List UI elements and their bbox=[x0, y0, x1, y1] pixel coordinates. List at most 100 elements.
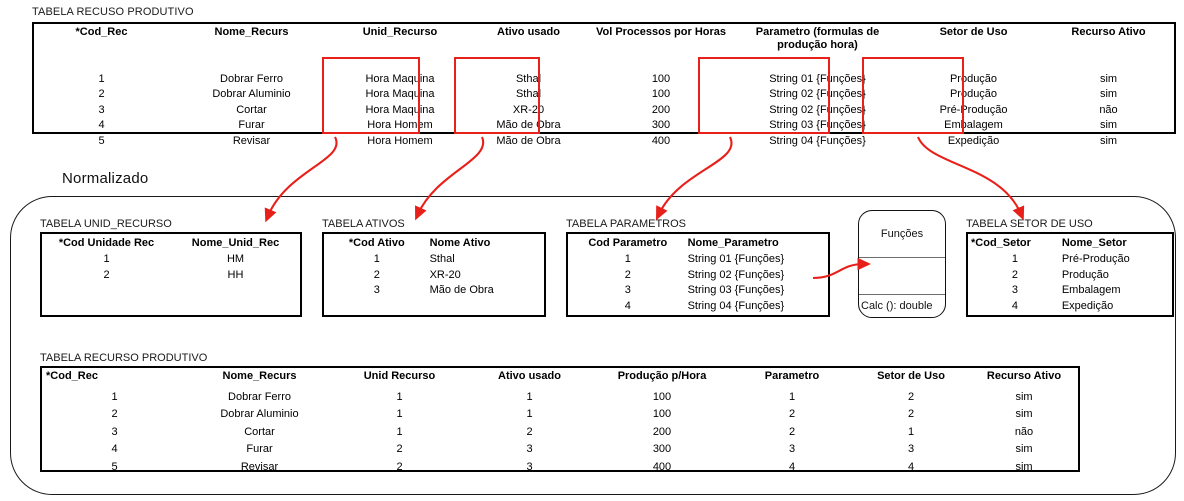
table-cell: Embalagem bbox=[944, 119, 1003, 132]
table-cell: String 02 {Funções} bbox=[687, 268, 785, 281]
table-cell: 400 bbox=[652, 460, 672, 473]
spacer-row bbox=[34, 57, 1174, 72]
table-cell: HM bbox=[226, 253, 245, 265]
parametros-caption: TABELA PARAMETROS bbox=[566, 218, 687, 230]
table-cell: Dobrar Ferro bbox=[220, 73, 283, 85]
table-cell: 4 bbox=[98, 119, 105, 132]
setor-header-row: *Cod_Setor Nome_Setor bbox=[968, 234, 1172, 252]
table-cell: Furar bbox=[238, 119, 265, 132]
th-setor-de-uso: Setor de Uso bbox=[939, 26, 1008, 38]
table-cell: não bbox=[1014, 425, 1034, 438]
table-cell: Hora Maquina bbox=[365, 73, 435, 85]
table-cell: 1 bbox=[526, 408, 533, 421]
table-cell: 1 bbox=[396, 408, 403, 421]
table-cell: 2 bbox=[111, 408, 118, 421]
table-cell: 2 bbox=[526, 425, 533, 438]
th-nome-unid-rec: Nome_Unid_Rec bbox=[191, 237, 280, 249]
table-cell: Sthal bbox=[515, 73, 542, 85]
table-cell: 100 bbox=[651, 73, 671, 85]
table-cell: 3 bbox=[526, 443, 533, 456]
table-cell: 100 bbox=[651, 88, 671, 101]
bth-parametro: Parametro bbox=[764, 370, 820, 382]
table-cell: 2 bbox=[396, 443, 403, 456]
table-cell: 400 bbox=[651, 134, 671, 147]
unid-recurso-header-row: *Cod Unidade Rec Nome_Unid_Rec bbox=[42, 234, 300, 252]
funcoes-class-attributes bbox=[859, 258, 945, 295]
table-cell: HH bbox=[227, 268, 244, 281]
bth-producao-p-hora: Produção p/Hora bbox=[617, 370, 707, 382]
setor-caption: TABELA SETOR DE USO bbox=[966, 218, 1093, 230]
table-row: 4 Furar Hora Homem Mão de Obra 300 String 03 … bbox=[34, 118, 1174, 133]
table-cell: 2 bbox=[907, 408, 915, 421]
bth-nome-recurs: Nome_Recurs bbox=[222, 370, 297, 382]
table-cell: 1 bbox=[373, 253, 380, 265]
table-cell: Mão de Obra bbox=[429, 284, 494, 296]
table-cell: 3 bbox=[907, 443, 915, 456]
table-cell: Revisar bbox=[232, 134, 271, 147]
table-cell: XR-20 bbox=[512, 103, 545, 116]
table-cell: Produção bbox=[1061, 268, 1109, 281]
table-cell: 5 bbox=[111, 460, 118, 473]
table-cell: 1 bbox=[907, 425, 915, 438]
table-cell: Pré-Produção bbox=[1061, 253, 1130, 265]
table-cell: sim bbox=[1099, 119, 1118, 132]
bth-cod-rec: *Cod_Rec bbox=[46, 370, 98, 382]
table-cell: Furar bbox=[246, 443, 273, 456]
th-cod-ativo: *Cod Ativo bbox=[348, 237, 405, 249]
table-cell: 300 bbox=[652, 443, 672, 456]
table-cell: Hora Homem bbox=[367, 134, 433, 147]
table-cell: Cortar bbox=[236, 103, 267, 116]
table-cell: 3 bbox=[373, 284, 380, 296]
table-cell: Hora Maquina bbox=[365, 103, 435, 116]
table-cell: 1 bbox=[526, 391, 533, 403]
top-table-header-row: *Cod_Rec Nome_Recurs Unid_Recurso Ativo … bbox=[34, 24, 1174, 57]
top-table: *Cod_Rec Nome_Recurs Unid_Recurso Ativo … bbox=[32, 22, 1176, 147]
table-cell: String 04 {Funções} bbox=[769, 134, 866, 147]
table-cell: Dobrar Aluminio bbox=[220, 408, 299, 421]
table-cell: 2 bbox=[98, 88, 105, 101]
table-cell: sim bbox=[1015, 408, 1033, 421]
table-cell: Expedição bbox=[947, 134, 1000, 147]
table-cell: String 03 {Funções} bbox=[769, 119, 866, 132]
table-cell: String 01 {Funções} bbox=[687, 253, 785, 265]
table-cell: 2 bbox=[788, 408, 796, 421]
table-cell: sim bbox=[1015, 391, 1033, 403]
table-cell: 300 bbox=[651, 119, 671, 132]
table-cell: 5 bbox=[98, 134, 105, 147]
table-cell: 4 bbox=[788, 460, 796, 473]
table-cell: sim bbox=[1099, 73, 1118, 85]
table-cell: Mão de Obra bbox=[496, 119, 561, 132]
unid-recurso-caption: TABELA UNID_RECURSO bbox=[40, 218, 172, 230]
table-row: 4 Expedição bbox=[968, 299, 1172, 315]
th-nome-recurs: Nome_Recurs bbox=[214, 26, 289, 38]
th-recurso-ativo: Recurso Ativo bbox=[1071, 26, 1146, 38]
table-cell: 3 bbox=[98, 103, 105, 116]
table-cell: Hora Homem bbox=[367, 119, 433, 132]
top-table-caption: TABELA RECUSO PRODUTIVO bbox=[32, 6, 194, 18]
table-cell: Expedição bbox=[1061, 299, 1114, 312]
table-cell: Pré-Produção bbox=[939, 103, 1008, 116]
table-cell: 4 bbox=[1011, 299, 1018, 312]
table-cell: sim bbox=[1099, 88, 1118, 101]
funcoes-class-operation: Calc (): double bbox=[861, 300, 933, 312]
table-cell: 1 bbox=[111, 391, 118, 403]
th-ativo-usado: Ativo usado bbox=[497, 26, 560, 38]
